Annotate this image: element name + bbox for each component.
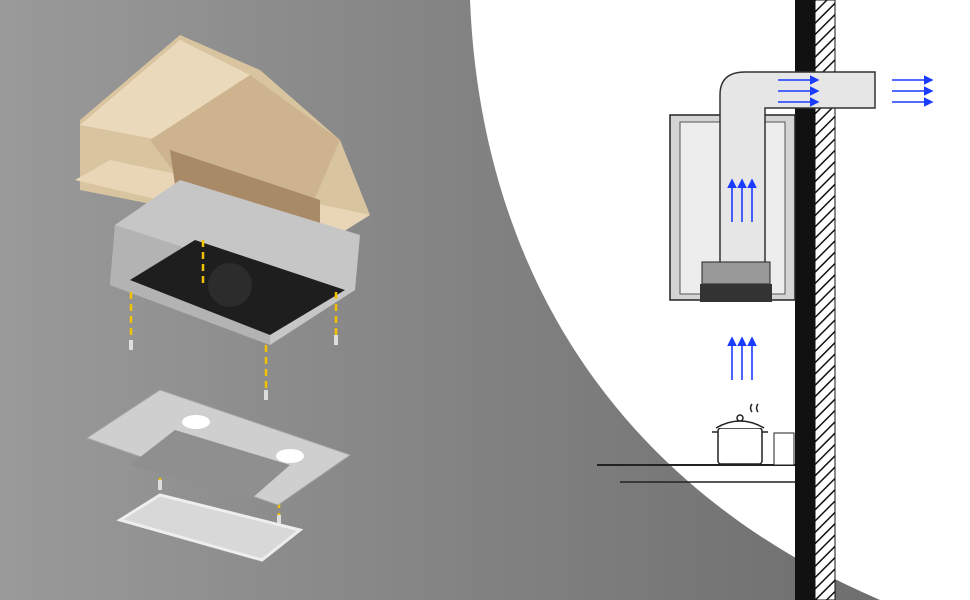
front-panel — [85, 389, 352, 506]
hood — [700, 261, 772, 302]
wall — [795, 0, 815, 600]
wall-hatch — [814, 0, 836, 600]
hood-insert — [110, 180, 360, 345]
countertop — [597, 432, 795, 483]
duct — [719, 71, 876, 271]
screw-icon — [129, 335, 338, 525]
airflow-arrow-icon — [727, 75, 934, 380]
cooking-pot-icon — [712, 403, 768, 465]
grease-filter — [116, 493, 304, 562]
